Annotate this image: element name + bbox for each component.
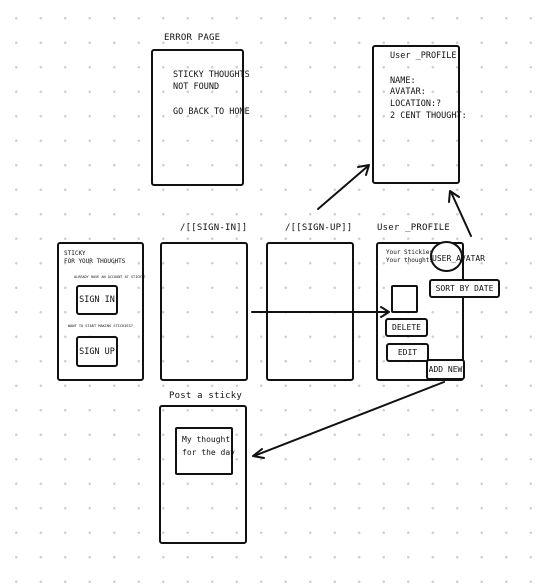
arrow-signup-to-profile-detail (317, 165, 369, 210)
arrow-avatar-to-profile-detail (450, 191, 472, 237)
profile-field-name: NAME: (390, 76, 416, 86)
sticky-note-line1: My thought (182, 435, 231, 444)
error-message-line2: NOT FOUND (173, 82, 220, 92)
profile-field-thought: 2 CENT THOUGHT: (390, 111, 467, 121)
user-avatar-label: USER_AVATAR (432, 254, 485, 263)
sticky-thumbnail[interactable] (391, 285, 418, 313)
home-already-text: ALREADY HAVE AN ACCOUNT AT STICKY? (74, 275, 146, 279)
home-app-name: STICKY (64, 250, 86, 257)
user-profile-title: User _PROFILE (377, 223, 451, 233)
profile-field-avatar: AVATAR: (390, 87, 426, 97)
arrow-addnew-to-post-sticky (253, 381, 445, 457)
post-sticky-frame (159, 405, 247, 544)
sort-by-date-button[interactable]: SORT BY DATE (429, 279, 500, 298)
error-message-line1: STICKY THOUGHTS (173, 70, 250, 80)
sign-up-page-title: /[[SIGN-UP]] (285, 223, 353, 233)
sign-up-frame (266, 242, 354, 381)
delete-button[interactable]: DELETE (385, 318, 428, 337)
your-stickies-label: Your Stickies (386, 249, 433, 256)
user-profile-detail-frame (372, 45, 460, 184)
profile-field-location: LOCATION:? (390, 99, 442, 109)
post-sticky-title: Post a sticky (169, 391, 243, 401)
sign-in-frame (160, 242, 248, 381)
home-want-text: WANT TO START MAKING STICKIES? (68, 324, 133, 328)
edit-button[interactable]: EDIT (386, 343, 429, 362)
home-frame (57, 242, 144, 381)
user-avatar-circle[interactable] (430, 241, 463, 272)
error-page-frame (151, 49, 244, 186)
sign-in-page-title: /[[SIGN-IN]] (180, 223, 248, 233)
sign-in-button[interactable]: SIGN IN (76, 285, 118, 315)
sticky-note-line2: for the day (182, 448, 235, 457)
go-back-home-link[interactable]: GO BACK TO HOME (173, 107, 250, 117)
user-profile-detail-title: User _PROFILE (390, 51, 457, 61)
home-tagline: FOR YOUR THOUGHTS (64, 258, 126, 265)
sign-up-button[interactable]: SIGN UP (76, 336, 118, 367)
add-new-button[interactable]: ADD NEW (426, 359, 465, 380)
your-thoughts-label: Your thoughts (386, 257, 433, 264)
sticky-note-input[interactable] (175, 427, 233, 475)
error-page-title: ERROR PAGE (164, 33, 221, 43)
